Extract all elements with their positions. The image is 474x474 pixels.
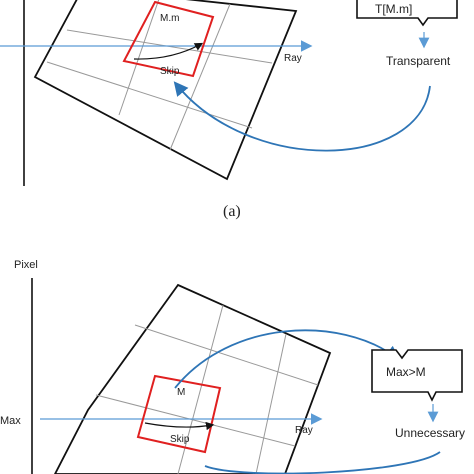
panel-a-grid: [46, 0, 273, 151]
panel-b-result-label: Unnecessary: [395, 426, 465, 440]
panel-b-skip-label: Skip: [170, 434, 190, 445]
panel-b-forward-arrow: [174, 329, 400, 389]
panel-b-max-label: Max: [0, 415, 21, 427]
panel-b-cell-label: M: [177, 387, 185, 398]
panel-b-axis-label: Pixel: [14, 259, 38, 271]
panel-a-return-arrow: [173, 81, 431, 152]
panel-b-lookup-box: [371, 349, 463, 402]
panel-a-volume-frame: [33, 0, 298, 181]
panel-b-box-label: Max>M: [386, 365, 426, 379]
panel-a-skip-arrow: [133, 42, 204, 60]
panel-b-grid: [95, 304, 319, 474]
panel-b: Pixel Max Ray M Skip Max>M Unnecessary: [0, 259, 465, 474]
panel-b-return-arrow: [204, 451, 441, 474]
panel-a-highlight-cell: [122, 0, 215, 78]
panel-a-skip-label: Skip: [160, 66, 180, 77]
panel-a-cell-label: M.m: [160, 13, 179, 24]
panel-a-box-label: T[M.m]: [375, 2, 412, 16]
panel-b-ray-label: Ray: [295, 425, 313, 436]
panel-a-ray-label: Ray: [284, 53, 302, 64]
panel-a: Ray M.m Skip T[M.m] Transparent (a): [0, 0, 458, 220]
panel-a-result-label: Transparent: [386, 54, 451, 68]
panel-a-lookup-box: [356, 0, 458, 27]
panel-b-volume-frame: [53, 283, 332, 474]
panel-b-highlight-cell: [136, 374, 222, 454]
panel-a-caption: (a): [223, 203, 241, 220]
panel-b-skip-arrow: [144, 421, 215, 431]
